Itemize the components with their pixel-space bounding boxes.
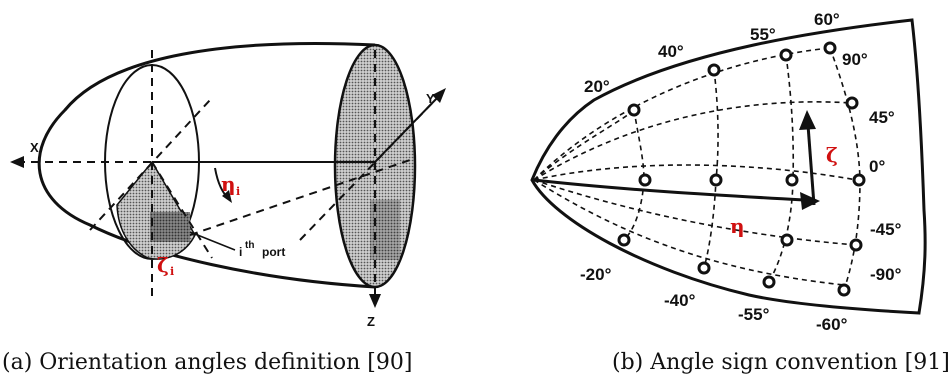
x-axis-label: X xyxy=(30,140,39,155)
port-55 xyxy=(779,48,793,62)
meridian-lines xyxy=(533,47,858,286)
angle-label-40: 40° xyxy=(658,42,684,61)
zeta-arrow xyxy=(806,124,816,206)
angle-label-m90: -90° xyxy=(870,265,902,284)
port-40 xyxy=(707,63,721,77)
x-axis-arrow xyxy=(10,156,24,168)
angle-label-m20: -20° xyxy=(580,265,612,284)
eta-arrow xyxy=(533,178,805,202)
port-word-label: port xyxy=(262,245,285,259)
angle-label-0: 0° xyxy=(869,157,885,176)
port-0-d xyxy=(852,173,866,187)
port-markers xyxy=(617,41,866,297)
port-m20 xyxy=(617,233,631,247)
port-m55 xyxy=(762,275,776,289)
eta-label-b: η xyxy=(730,214,745,238)
body-outline xyxy=(37,42,376,289)
nose-outline xyxy=(530,18,927,315)
angle-label-m60: -60° xyxy=(816,315,848,334)
port-index-label: i xyxy=(239,245,242,259)
port-20 xyxy=(627,103,641,117)
orientation-angles-diagram: X Y Z η i ζ i i th port xyxy=(10,42,446,329)
panel-orientation-angles: X Y Z η i ζ i i th port (a) Orientation … xyxy=(0,0,464,389)
angle-label-55: 55° xyxy=(750,25,776,44)
angle-label-90: 90° xyxy=(842,50,868,69)
port-m60 xyxy=(837,283,851,297)
y-axis-arrow xyxy=(432,88,446,103)
angle-label-45: 45° xyxy=(869,108,895,127)
zeta-label: ζ xyxy=(157,253,169,277)
port-60-90 xyxy=(823,41,837,55)
eta-label: η xyxy=(221,172,236,196)
port-m45 xyxy=(849,238,863,252)
angle-label-60: 60° xyxy=(814,10,840,29)
port-m45-b xyxy=(780,233,794,247)
port-0-c xyxy=(785,173,799,187)
y-axis-label: Y xyxy=(426,91,435,106)
panel-angle-sign-convention: η ζ 20° 40° 55° 60° 90° 45° 0° -45° -90°… xyxy=(464,0,928,389)
port-0-b xyxy=(709,173,723,187)
port-m40 xyxy=(697,261,711,275)
angle-label-20: 20° xyxy=(584,77,610,96)
port-45 xyxy=(845,96,859,110)
angle-label-m55: -55° xyxy=(738,305,770,324)
port-0-a xyxy=(638,173,652,187)
z-axis-label: Z xyxy=(367,314,375,329)
angle-label-m40: -40° xyxy=(664,291,696,310)
zeta-subscript: i xyxy=(170,265,174,278)
angle-sign-diagram: η ζ 20° 40° 55° 60° 90° 45° 0° -45° -90°… xyxy=(530,10,927,334)
port-th-label: th xyxy=(245,240,254,251)
z-axis-arrow xyxy=(369,294,381,308)
latitude-lines xyxy=(623,47,861,291)
caption-a: (a) Orientation angles definition [90] xyxy=(2,350,413,375)
caption-b: (b) Angle sign convention [91] xyxy=(612,350,950,375)
angle-label-m45: -45° xyxy=(870,220,902,239)
zeta-label-b: ζ xyxy=(826,143,838,167)
eta-subscript: i xyxy=(236,185,240,198)
